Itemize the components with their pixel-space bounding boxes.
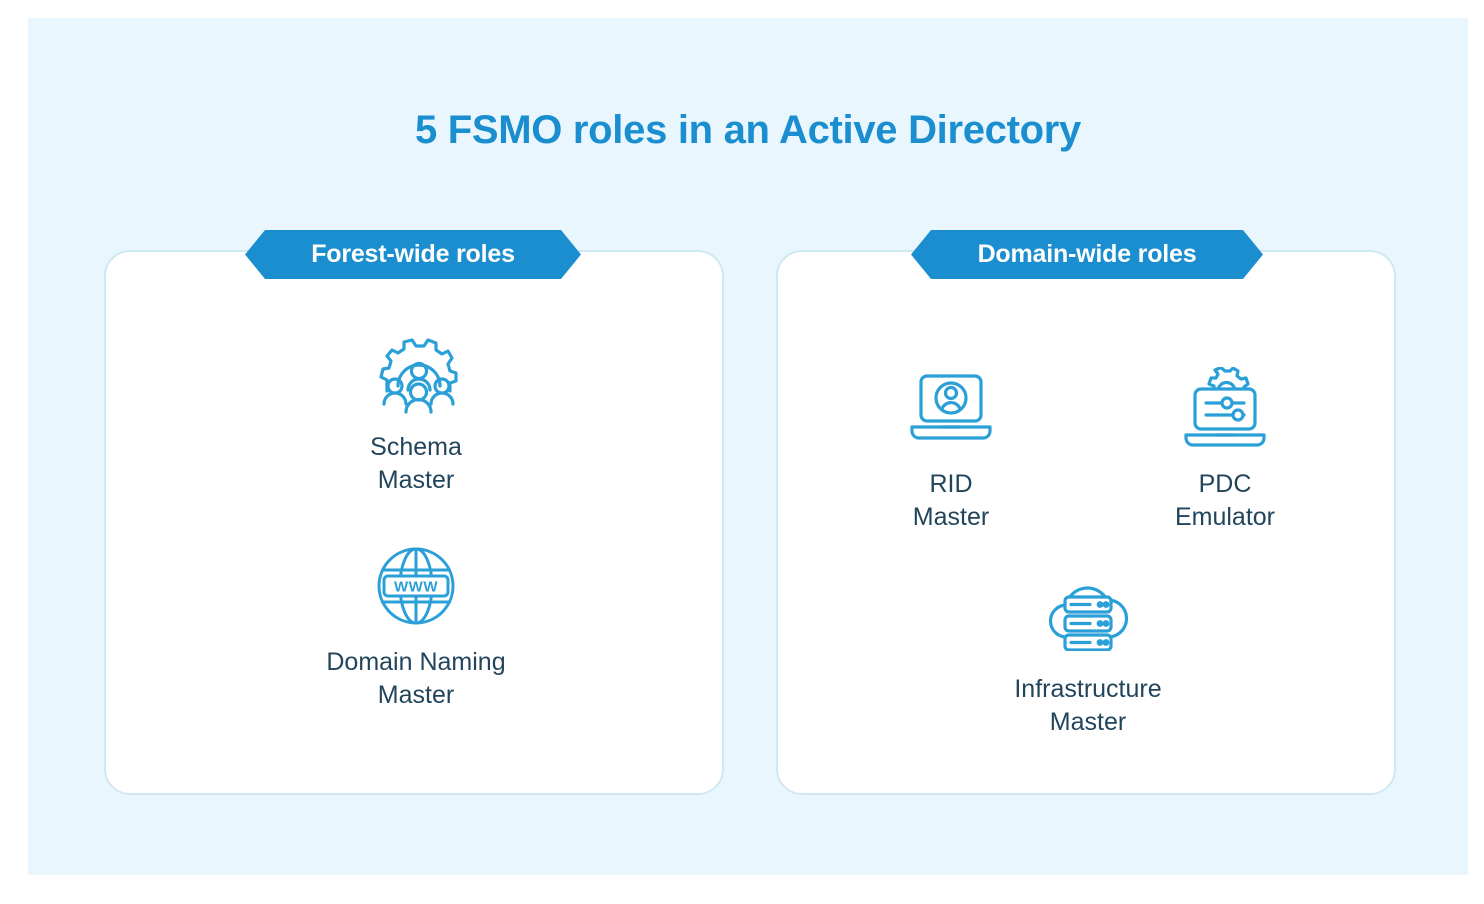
role-infrastructure-master-label: Infrastructure Master [1014,675,1162,736]
badge-forest-wide-roles: Forest-wide roles [245,230,581,279]
page-title: 5 FSMO roles in an Active Directory [414,108,1081,152]
gear-people-icon [301,325,531,417]
infographic-canvas: 5 FSMO roles in an Active Directory Fore… [28,18,1468,875]
role-pdc-emulator: PDC Emulator [1110,362,1340,534]
forest-wide-roles-card: Forest-wide roles [104,250,724,795]
laptop-user-icon [836,362,1066,454]
cloud-server-icon [973,567,1203,659]
role-infrastructure-master: Infrastructure Master [973,567,1203,739]
svg-text:WWW: WWW [394,579,438,596]
role-schema-master: Schema Master [301,325,531,497]
role-rid-master: RID Master [836,362,1066,534]
laptop-settings-gear-icon [1110,362,1340,454]
badge-forest-wide-label: Forest-wide roles [311,240,515,268]
role-rid-master-label: RID Master [912,470,990,531]
globe-www-icon: WWW [301,540,531,632]
domain-wide-roles-card: Domain-wide roles RID Master [776,250,1396,795]
role-schema-master-label: Schema Master [370,433,462,494]
role-pdc-emulator-label: PDC Emulator [1174,470,1276,531]
role-domain-naming-master: WWW Domain Naming Master [301,540,531,712]
badge-domain-wide-roles: Domain-wide roles [911,230,1263,279]
role-domain-naming-master-label: Domain Naming Master [326,648,506,709]
badge-domain-wide-label: Domain-wide roles [977,240,1197,268]
